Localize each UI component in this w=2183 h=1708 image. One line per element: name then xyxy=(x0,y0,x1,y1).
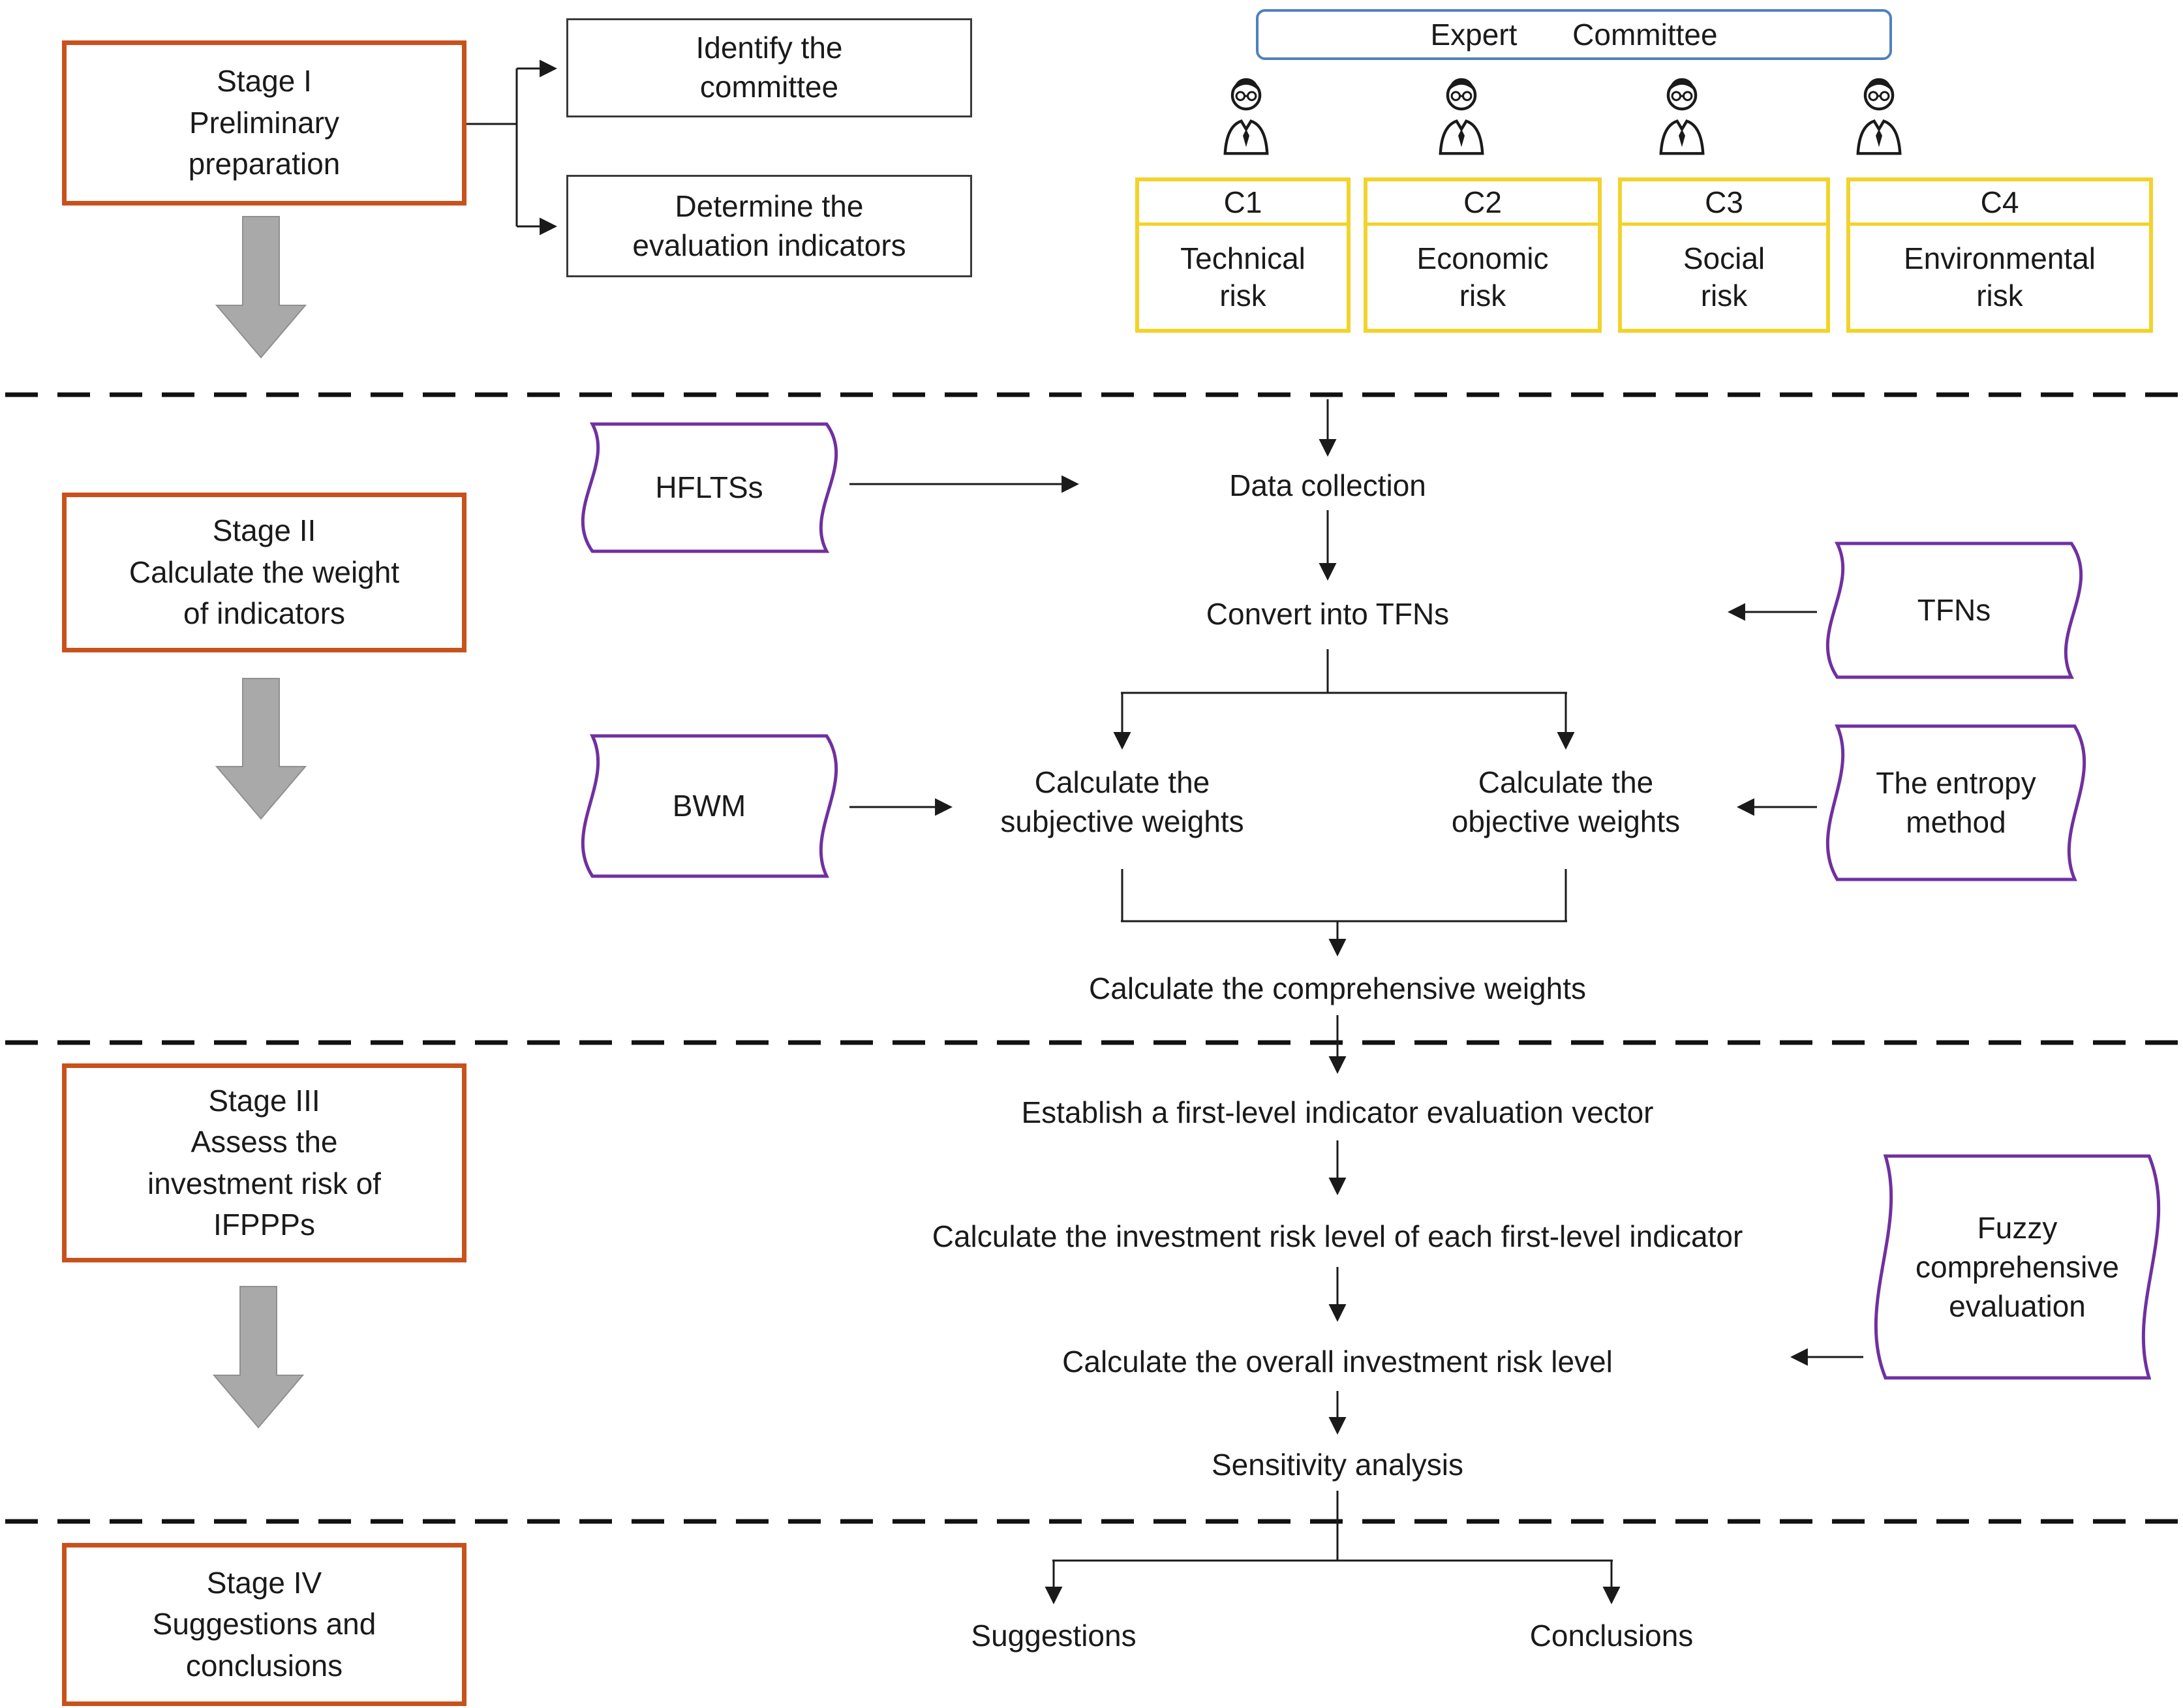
determine-indicators-label: Determine the evaluation indicators xyxy=(632,189,906,262)
stage4-label: Stage IV Suggestions and conclusions xyxy=(152,1565,376,1683)
bwm-label: BWM xyxy=(672,789,746,823)
risk-code: C2 xyxy=(1367,181,1598,226)
stage1-label: Stage I Preliminary preparation xyxy=(188,64,341,181)
fuzzy-evaluation-shape xyxy=(1874,1154,2161,1380)
entropy-method-shape xyxy=(1825,724,2086,881)
risk-code: C4 xyxy=(1850,181,2149,226)
method-note-shapes xyxy=(581,422,2161,1380)
fuzzy-evaluation-label: Fuzzy comprehensive evaluation xyxy=(1916,1211,2119,1323)
sensitivity-analysis-step: Sensitivity analysis xyxy=(1211,1448,1464,1482)
stage3-label: Stage III Assess the investment risk of … xyxy=(147,1083,381,1242)
entropy-method-label: The entropy method xyxy=(1876,766,2036,839)
stage2-down-arrow xyxy=(215,678,307,820)
objective-weights-step: Calculate the objective weights xyxy=(1451,765,1681,838)
expert-committee-label: Expert Committee xyxy=(1430,18,1718,52)
data-collection-step: Data collection xyxy=(1229,468,1426,502)
identify-committee-box: Identify the committee xyxy=(566,18,972,117)
stage3-box: Stage III Assess the investment risk of … xyxy=(62,1063,466,1262)
tfns-label: TFNs xyxy=(1917,593,1991,627)
risk-name: Social risk xyxy=(1683,241,1765,313)
conclusions-step: Conclusions xyxy=(1529,1619,1694,1653)
expert-icon xyxy=(1839,67,1919,158)
risk-name: Economic risk xyxy=(1416,241,1549,313)
stage2-box: Stage II Calculate the weight of indicat… xyxy=(62,493,466,652)
hfltss-label: HFLTSs xyxy=(655,470,763,504)
risk-name: Environmental risk xyxy=(1903,241,2096,313)
risk-category-c3: C3 Social risk xyxy=(1618,177,1830,333)
tfns-shape xyxy=(1825,541,2083,679)
stage1-down-arrow xyxy=(215,216,307,359)
stage-flow-arrows xyxy=(212,216,307,1429)
expert-icon xyxy=(1421,67,1502,158)
expert-icon xyxy=(1641,67,1722,158)
bwm-shape xyxy=(581,734,838,878)
establish-vector-step: Establish a first-level indicator evalua… xyxy=(1021,1095,1654,1129)
determine-indicators-box: Determine the evaluation indicators xyxy=(566,175,972,277)
stage3-down-arrow xyxy=(212,1286,305,1429)
connector-lines xyxy=(466,59,1863,1605)
stage2-label: Stage II Calculate the weight of indicat… xyxy=(129,513,400,631)
identify-committee-label: Identify the committee xyxy=(695,31,843,104)
risk-category-c4: C4 Environmental risk xyxy=(1846,177,2153,333)
expert-committee-box: Expert Committee xyxy=(1256,9,1892,60)
risk-name: Technical risk xyxy=(1180,241,1305,313)
convert-tfns-step: Convert into TFNs xyxy=(1206,597,1450,631)
risk-category-c2: C2 Economic risk xyxy=(1364,177,1602,333)
risk-code: C1 xyxy=(1139,181,1347,226)
expert-icon xyxy=(1206,67,1287,158)
hfltss-shape xyxy=(581,422,838,553)
comprehensive-weights-step: Calculate the comprehensive weights xyxy=(1089,971,1586,1005)
overall-risk-step: Calculate the overall investment risk le… xyxy=(1062,1345,1613,1379)
stage1-box: Stage I Preliminary preparation xyxy=(62,40,466,206)
subjective-weights-step: Calculate the subjective weights xyxy=(1000,765,1244,838)
first-level-risk-step: Calculate the investment risk level of e… xyxy=(932,1219,1743,1253)
risk-code: C3 xyxy=(1622,181,1826,226)
suggestions-step: Suggestions xyxy=(971,1619,1137,1653)
risk-category-c1: C1 Technical risk xyxy=(1135,177,1351,333)
stage4-box: Stage IV Suggestions and conclusions xyxy=(62,1543,466,1706)
